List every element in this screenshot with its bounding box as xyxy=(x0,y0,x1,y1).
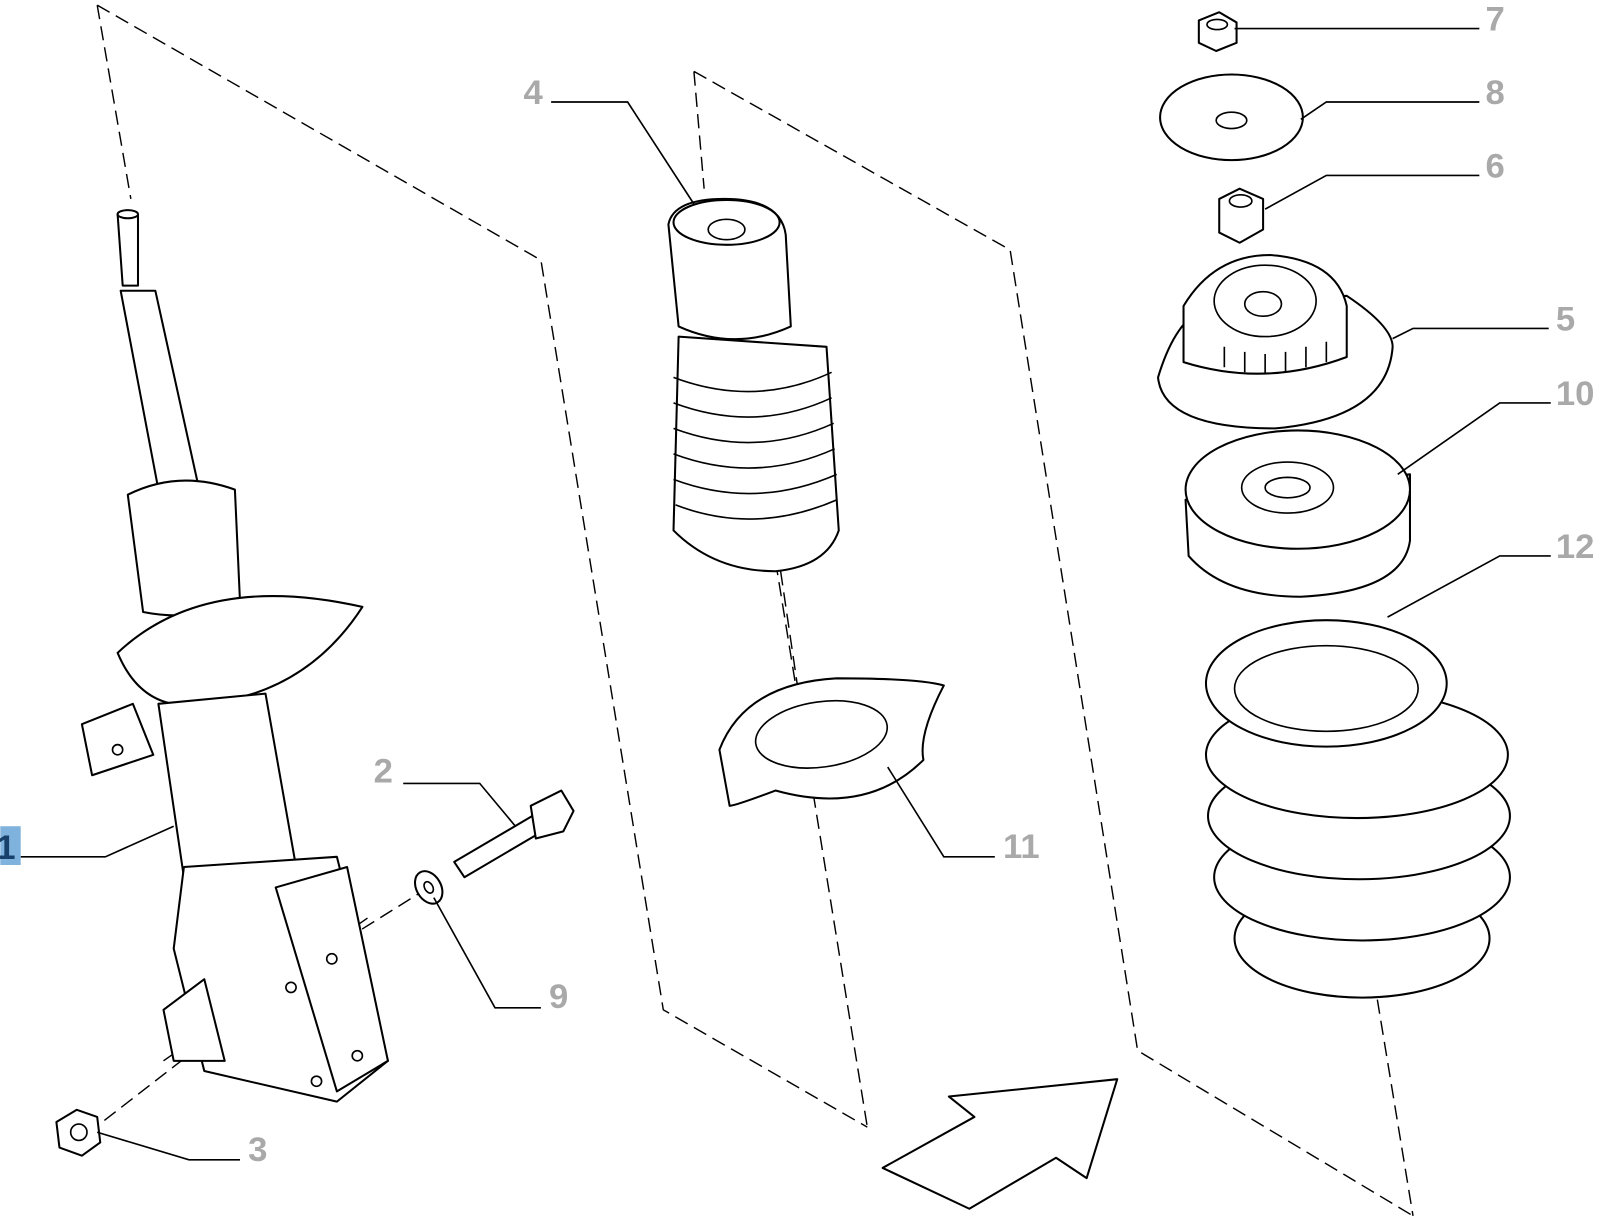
callout-9[interactable]: 9 xyxy=(549,978,568,1016)
assembly-guide-lines xyxy=(96,4,1414,1217)
callout-11[interactable]: 11 xyxy=(1003,828,1040,866)
callout-3[interactable]: 3 xyxy=(248,1131,267,1169)
bellows-part[interactable] xyxy=(667,197,840,573)
direction-arrow xyxy=(881,1078,1119,1210)
strut-part[interactable] xyxy=(80,209,389,1103)
callout-2[interactable]: 2 xyxy=(374,752,393,790)
leader-lines xyxy=(20,27,1551,1161)
nut-lower-part[interactable] xyxy=(55,1108,102,1157)
callout-12[interactable]: 12 xyxy=(1556,528,1595,566)
callout-4[interactable]: 4 xyxy=(524,74,544,112)
callout-10[interactable]: 10 xyxy=(1556,375,1595,413)
callout-6[interactable]: 6 xyxy=(1485,147,1504,185)
top-mount-part[interactable] xyxy=(1157,253,1394,430)
callout-1[interactable]: 1 xyxy=(0,829,16,867)
nut-mount-part[interactable] xyxy=(1218,187,1265,244)
washer-plate-part[interactable] xyxy=(1159,73,1304,162)
callout-8[interactable]: 8 xyxy=(1485,74,1504,112)
spring-pad-part[interactable] xyxy=(718,677,945,807)
washer-part[interactable] xyxy=(409,866,448,908)
bolt-part[interactable] xyxy=(453,789,575,879)
bearing-seat-part[interactable] xyxy=(1184,429,1411,598)
callout-5[interactable]: 5 xyxy=(1556,300,1575,338)
nut-top-part[interactable] xyxy=(1197,11,1238,53)
callout-1-highlight xyxy=(0,826,21,865)
coil-spring-part[interactable] xyxy=(1204,619,1511,999)
callout-7[interactable]: 7 xyxy=(1485,1,1504,39)
